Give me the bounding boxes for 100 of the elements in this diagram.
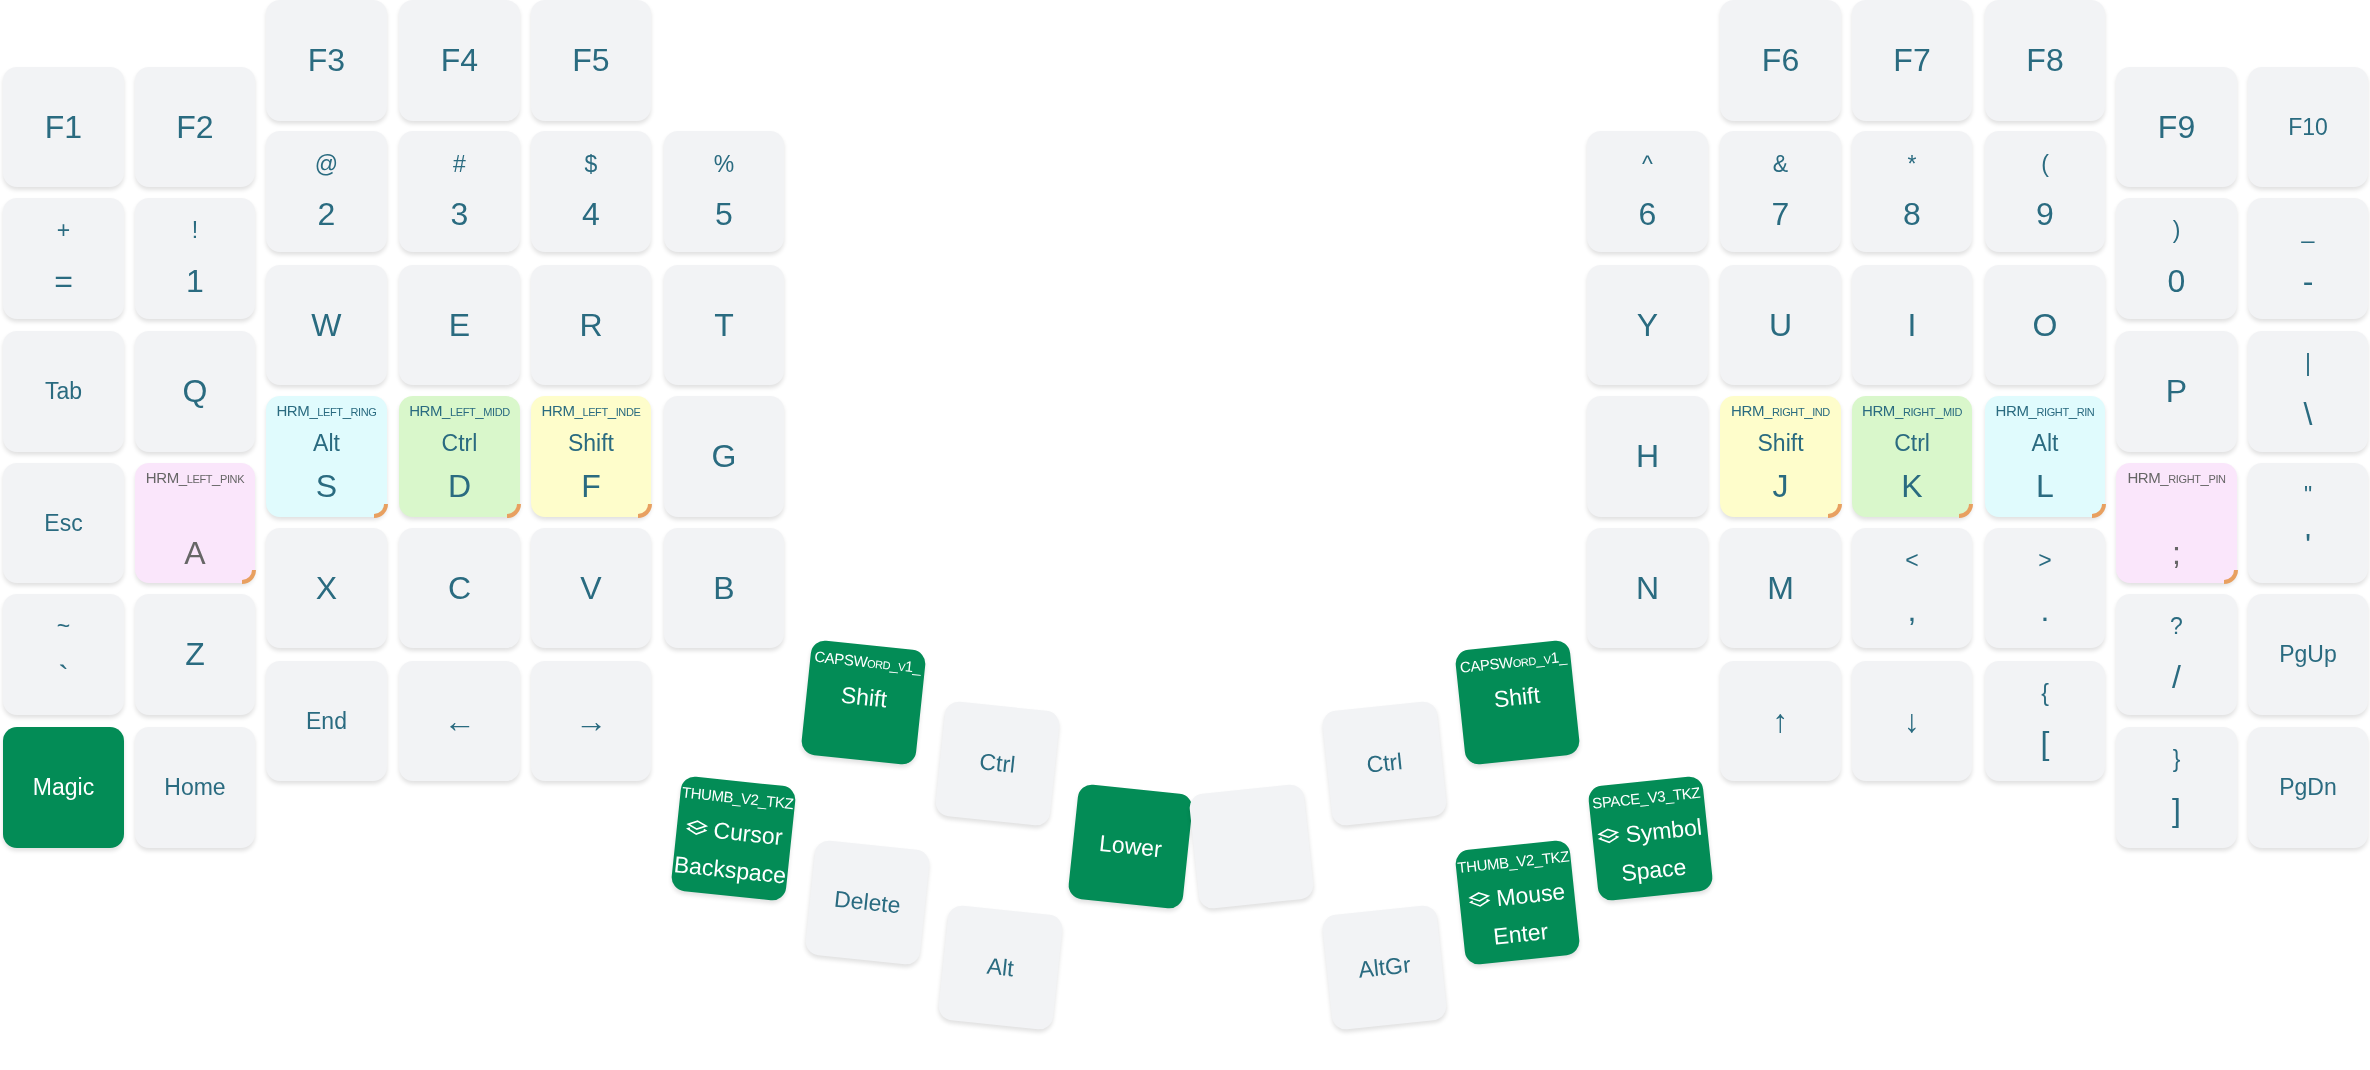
key-label: , xyxy=(1907,592,1917,629)
behavior-label: CAPSWord_v1_ xyxy=(1459,648,1568,677)
behavior-label: CAPSWord_v1_ xyxy=(813,648,922,677)
key xyxy=(1720,660,1841,782)
shifted-label: < xyxy=(1905,546,1919,574)
key xyxy=(530,660,652,782)
layer-label: Mouse xyxy=(1495,877,1567,912)
key-label: D xyxy=(447,468,471,505)
key xyxy=(134,727,256,848)
behavior-label: SPACE_V3_TKZ xyxy=(1591,784,1701,813)
key-label: F7 xyxy=(1893,42,1931,79)
key-label: ` xyxy=(58,658,69,696)
key-label: H xyxy=(1635,438,1660,475)
key-label: F8 xyxy=(2026,42,2064,79)
key-label: [ xyxy=(2040,725,2050,762)
key-label: W xyxy=(311,306,342,344)
hold-label: Ctrl xyxy=(441,430,478,457)
key xyxy=(399,660,520,782)
modifier-key xyxy=(530,396,652,517)
key-label: U xyxy=(1768,306,1793,344)
key xyxy=(2116,66,2237,188)
key-label: ↓ xyxy=(1904,702,1920,740)
shifted-label: * xyxy=(1907,150,1917,178)
key-label: Lower xyxy=(1098,830,1164,863)
key xyxy=(2247,727,2369,848)
key xyxy=(266,0,387,121)
key xyxy=(1984,527,2106,649)
key xyxy=(1984,264,2106,386)
key-label: B xyxy=(713,569,735,607)
key xyxy=(530,527,652,649)
hold-tap-label: HRM_left_ring xyxy=(276,402,377,420)
modifier-key xyxy=(134,462,256,584)
key xyxy=(399,0,520,121)
hold-tap-label: HRM_right_pin xyxy=(2127,468,2226,486)
key xyxy=(663,131,785,253)
key-label: 7 xyxy=(1771,196,1790,233)
key-label: 5 xyxy=(715,196,733,233)
key xyxy=(134,594,256,715)
shifted-label: > xyxy=(2038,546,2052,574)
shifted-label: ) xyxy=(2172,217,2181,244)
key xyxy=(1720,264,1841,386)
key-label: Space xyxy=(1620,854,1688,888)
key-label: R xyxy=(579,306,603,344)
shifted-label: } xyxy=(2172,746,2181,773)
key xyxy=(266,527,387,649)
hold-tap-label: HRM_left_inde xyxy=(541,402,641,420)
key xyxy=(2116,198,2237,319)
key xyxy=(2116,594,2237,715)
key xyxy=(1984,131,2106,253)
key-label: F10 xyxy=(2288,113,2328,141)
key-label: → xyxy=(574,702,607,740)
key-label: F6 xyxy=(1761,42,1800,79)
hold-tap-label: HRM_right_ind xyxy=(1731,402,1830,420)
key-label: \ xyxy=(2303,395,2313,433)
key-label: ↑ xyxy=(1772,702,1789,740)
key-label: Ctrl xyxy=(978,748,1017,779)
key-label: ; xyxy=(2172,534,2181,572)
key xyxy=(1587,264,1708,386)
key xyxy=(1851,0,1973,121)
key xyxy=(3,198,124,319)
key-label: Shift xyxy=(839,682,888,714)
key-label: ' xyxy=(2304,527,2312,564)
key xyxy=(530,0,652,121)
key-label: A xyxy=(184,534,206,572)
key-label: Shift xyxy=(1492,682,1542,714)
key xyxy=(134,331,256,452)
shifted-label: { xyxy=(2041,679,2049,707)
key xyxy=(2247,66,2369,188)
key xyxy=(1587,131,1708,253)
key-label: Magic xyxy=(32,774,95,801)
key-label: V xyxy=(580,569,602,607)
hold-tap-label: HRM_left_pink xyxy=(145,468,245,486)
key-label: PgUp xyxy=(2279,641,2337,668)
key xyxy=(1720,527,1841,649)
key-label: F5 xyxy=(572,42,610,79)
key-label: Y xyxy=(1636,306,1659,344)
key xyxy=(2116,331,2237,452)
key-label: . xyxy=(2040,592,2050,629)
hold-label: Alt xyxy=(2031,430,2059,457)
key xyxy=(1851,131,1973,253)
key xyxy=(2116,727,2237,848)
key-label: 3 xyxy=(450,196,469,233)
key xyxy=(1851,660,1973,782)
key-label: ← xyxy=(443,702,476,740)
key-label: G xyxy=(711,438,737,475)
key-label: 8 xyxy=(1903,196,1921,233)
key-label: X xyxy=(315,569,338,607)
hold-label: Ctrl xyxy=(1894,430,1930,457)
shifted-label: ! xyxy=(191,217,199,244)
key-label: J xyxy=(1772,468,1789,505)
key-label: Backspace xyxy=(672,851,787,890)
shifted-label: " xyxy=(2303,481,2313,509)
shifted-label: % xyxy=(713,150,735,178)
key xyxy=(134,198,256,319)
shifted-label: ? xyxy=(2170,613,2183,640)
key-label: PgDn xyxy=(2279,774,2337,801)
shifted-label: _ xyxy=(2301,217,2315,244)
key-label: AltGr xyxy=(1357,951,1412,984)
shifted-label: | xyxy=(2305,350,2311,377)
layer-label: Cursor xyxy=(711,817,784,851)
